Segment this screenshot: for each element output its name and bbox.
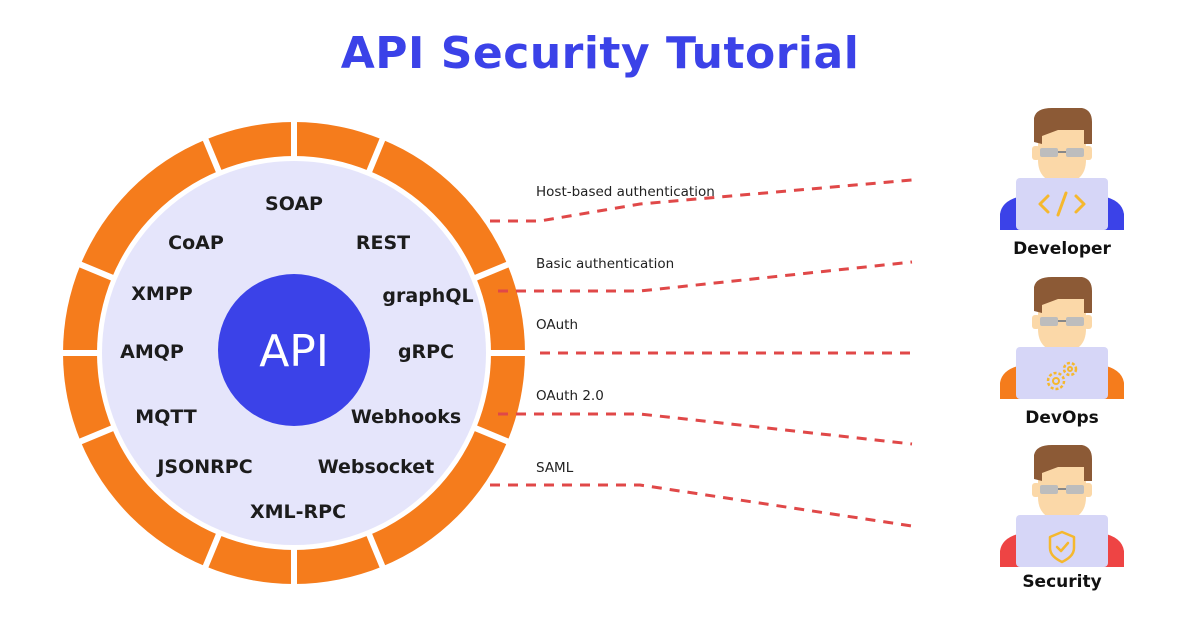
protocol-grpc: gRPC xyxy=(398,341,454,363)
protocol-amqp: AMQP xyxy=(120,341,184,363)
role-security: Security xyxy=(1000,445,1124,592)
protocol-soap: SOAP xyxy=(265,193,323,215)
auth-saml: SAML xyxy=(536,460,574,476)
protocol-websocket: Websocket xyxy=(318,456,435,478)
api-center-circle xyxy=(218,274,370,426)
role-label-developer: Developer xyxy=(1013,239,1111,259)
protocol-graphql: graphQL xyxy=(382,285,473,307)
avatar xyxy=(1000,277,1124,399)
auth-basic: Basic authentication xyxy=(536,256,674,272)
api-center-label: API xyxy=(259,326,329,377)
connector-host-based xyxy=(490,178,913,223)
auth-oauth2: OAuth 2.0 xyxy=(536,388,604,404)
avatar xyxy=(1000,108,1124,230)
shield-check-icon xyxy=(1048,530,1076,564)
role-devops: DevOps xyxy=(1000,277,1124,428)
auth-host-based: Host-based authentication xyxy=(536,184,715,200)
ring-divider xyxy=(76,422,122,446)
protocol-coap: CoAP xyxy=(168,232,224,254)
role-label-devops: DevOps xyxy=(1025,408,1098,428)
protocol-labels: SOAP REST graphQL gRPC Webhooks Websocke… xyxy=(120,193,473,523)
connector-basic xyxy=(498,260,913,293)
protocol-jsonrpc: JSONRPC xyxy=(155,456,252,478)
ring-divider xyxy=(363,135,387,181)
connector-saml xyxy=(490,483,913,528)
ring-divider xyxy=(466,422,512,446)
protocol-xml-rpc: XML-RPC xyxy=(250,501,346,523)
protocol-xmpp: XMPP xyxy=(131,283,192,305)
ring-divider xyxy=(363,525,387,571)
protocol-rest: REST xyxy=(356,232,410,254)
gears-icon xyxy=(1046,361,1078,391)
protocol-mqtt: MQTT xyxy=(135,406,196,428)
auth-oauth: OAuth xyxy=(536,317,578,333)
code-icon xyxy=(1038,191,1086,217)
auth-connectors xyxy=(490,178,913,528)
ring-divider xyxy=(201,525,225,571)
connector-oauth2 xyxy=(498,412,913,446)
role-label-security: Security xyxy=(1022,572,1101,592)
ring-divider xyxy=(466,260,512,284)
role-developer: Developer xyxy=(1000,108,1124,259)
page-title: API Security Tutorial xyxy=(340,28,860,79)
ring-divider xyxy=(76,260,122,284)
ring-dividers xyxy=(60,119,528,587)
auth-labels: Host-based authentication Basic authenti… xyxy=(536,184,715,476)
ring-divider xyxy=(201,135,225,181)
roles: Developer DevOps Security xyxy=(1000,108,1124,592)
protocol-webhooks: Webhooks xyxy=(351,406,461,428)
